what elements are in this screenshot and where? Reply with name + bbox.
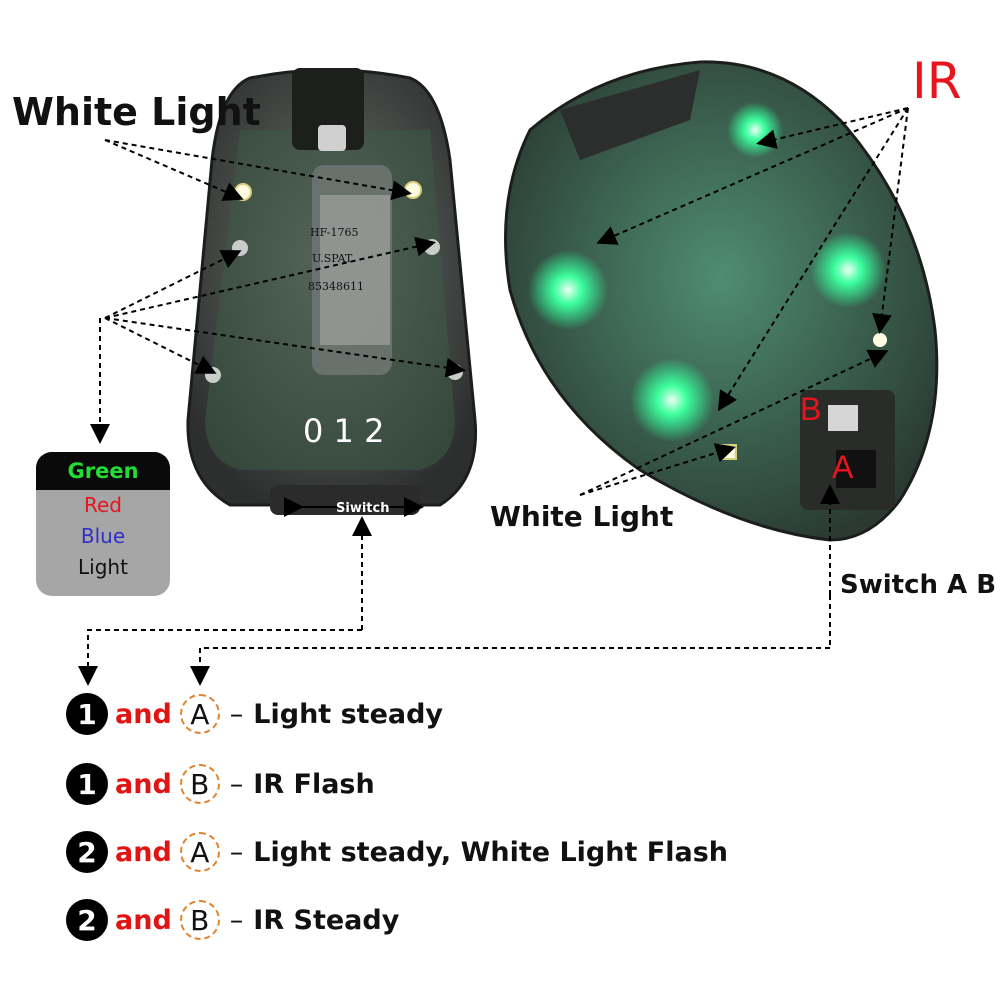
and-text: and	[115, 836, 172, 868]
color-led-2	[424, 239, 440, 255]
separator: –	[229, 836, 244, 868]
color-legend: Green Red Blue Light	[36, 452, 170, 596]
mode-number-badge: 2	[66, 831, 108, 873]
mode-number-badge: 1	[66, 763, 108, 805]
separator: –	[229, 698, 244, 730]
leader-lines	[78, 107, 909, 686]
green-led-4	[727, 102, 783, 158]
mode-row-3: 2 and A – Light steady, White Light Flas…	[66, 828, 728, 876]
mode-description: Light steady, White Light Flash	[253, 836, 728, 868]
green-led-1	[528, 250, 608, 330]
switch-letter-badge: A	[179, 832, 220, 872]
color-led-3	[205, 367, 221, 383]
separator: –	[229, 904, 244, 936]
white-light-bottom-label: White Light	[490, 500, 674, 533]
white-light-top-label: White Light	[12, 90, 261, 134]
legend-light: Light	[78, 555, 128, 579]
mode-numbers: 0 1 2	[303, 412, 384, 450]
device-text-2: U.SPAT	[312, 252, 353, 265]
green-led-2	[630, 358, 714, 442]
mode-number-badge: 2	[66, 899, 108, 941]
and-text: and	[115, 698, 172, 730]
siwitch-label: Siwitch	[336, 501, 389, 516]
switch-letter-badge: A	[179, 694, 220, 734]
separator: –	[229, 768, 244, 800]
legend-blue: Blue	[80, 524, 126, 548]
legend-red: Red	[84, 493, 122, 517]
color-led-4	[447, 364, 463, 380]
mode-description: Light steady	[253, 698, 444, 730]
device-text-3: 85348611	[308, 280, 364, 293]
right-device	[504, 60, 939, 542]
ir-led-small	[873, 333, 887, 347]
switch-ab-label: Switch A B	[840, 570, 997, 600]
switch-letter-badge: B	[179, 764, 220, 804]
switch-letter-badge: B	[179, 900, 220, 940]
legend-green: Green	[36, 452, 170, 490]
and-text: and	[115, 768, 172, 800]
white-led-right	[404, 181, 422, 199]
mode-row-1: 1 and A – Light steady	[66, 690, 443, 738]
mode-row-4: 2 and B – IR Steady	[66, 896, 399, 944]
ir-label: IR	[912, 52, 962, 110]
mode-row-2: 1 and B – IR Flash	[66, 760, 375, 808]
green-led-3	[810, 232, 886, 308]
b-marker: B	[800, 391, 821, 427]
a-marker: A	[832, 449, 854, 485]
mode-description: IR Steady	[253, 904, 400, 936]
mode-number-badge: 1	[66, 693, 108, 735]
mode-description: IR Flash	[253, 768, 375, 800]
and-text: and	[115, 904, 172, 936]
device-text-1: HF-1765	[310, 226, 358, 239]
